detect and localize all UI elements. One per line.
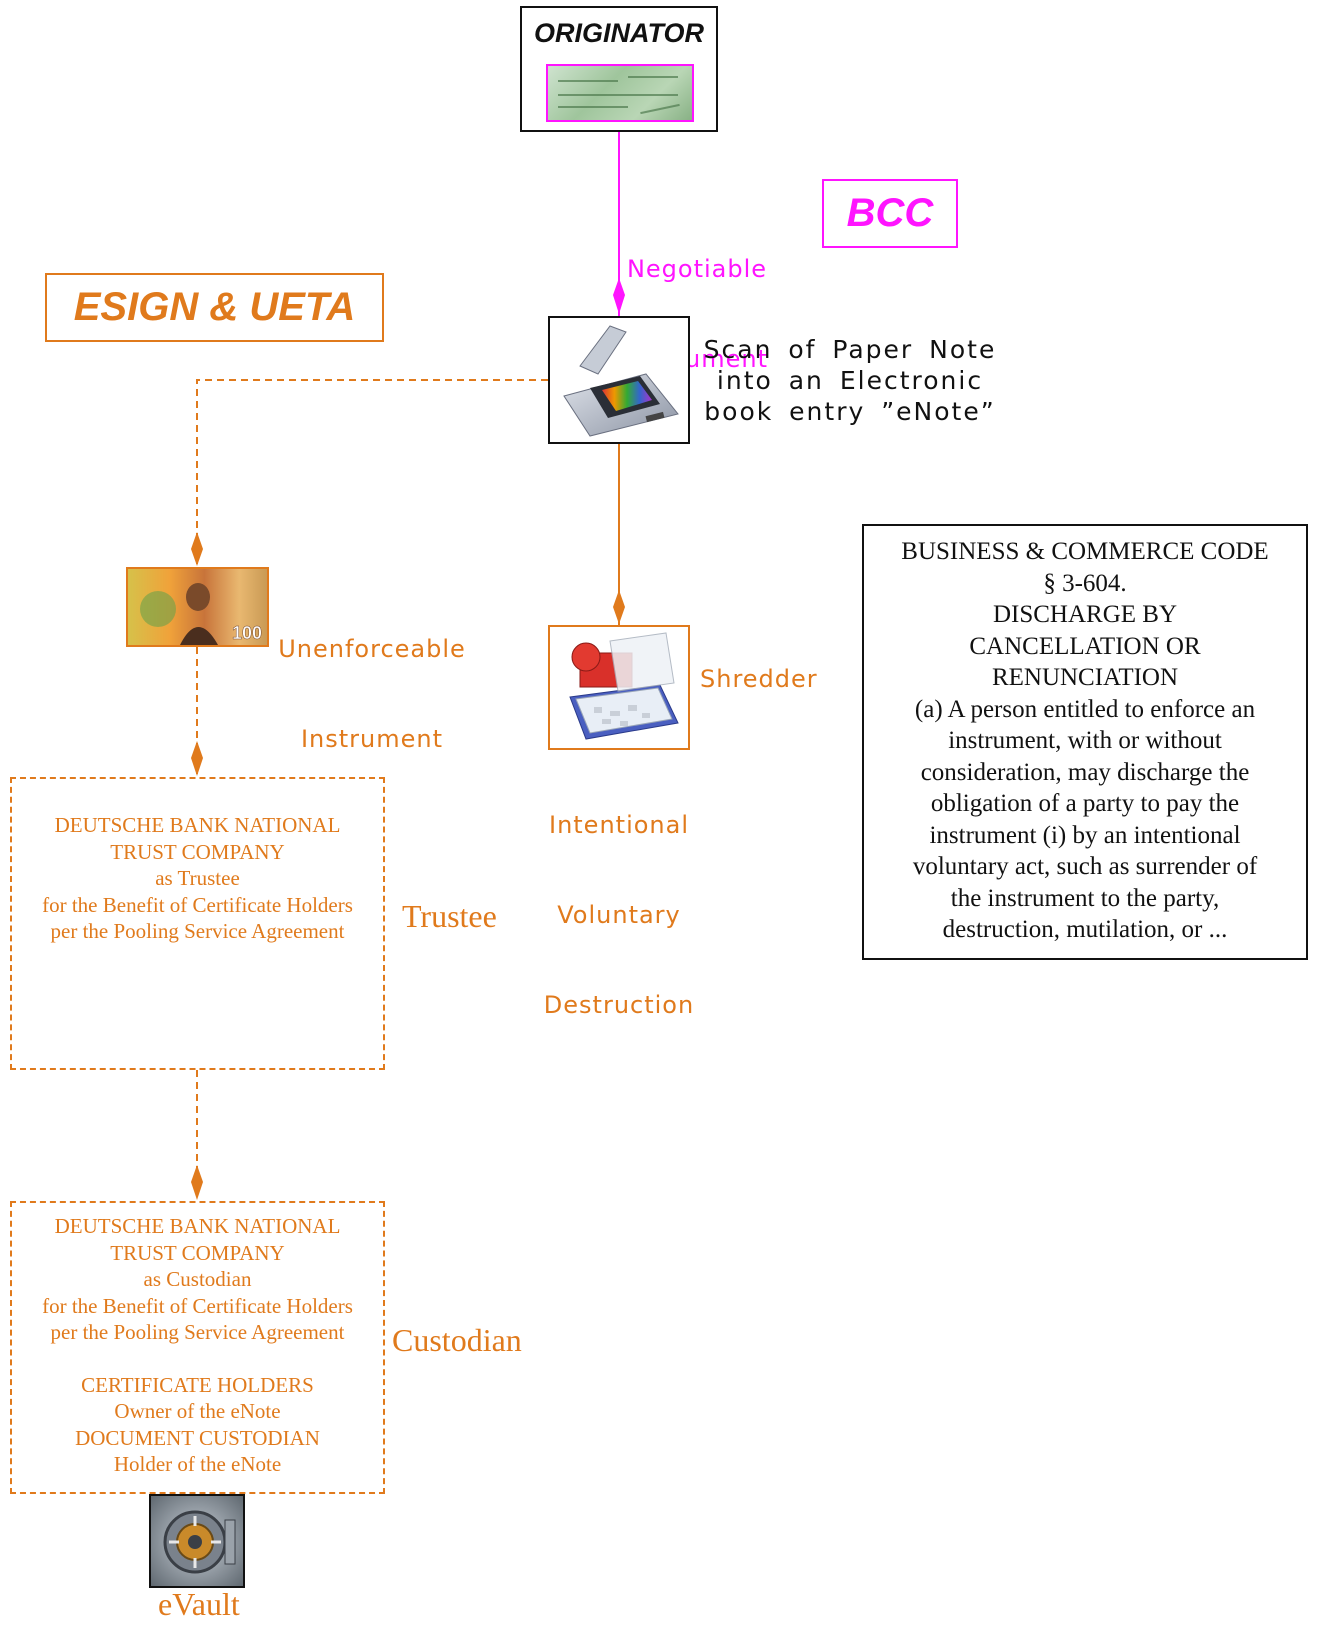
unenforceable-instrument-label: Unenforceable Instrument [278,635,466,753]
law-excerpt-box: BUSINESS & COMMERCE CODE § 3-604. DISCHA… [862,524,1308,960]
scanner-image [563,325,679,437]
law-text-line: instrument, with or without [948,727,1222,754]
law-text-line: instrument (i) by an intentional [929,821,1241,849]
trustee-label: Trustee [402,898,497,934]
shredder-arrowhead [613,590,625,624]
custodian-label: Custodian [392,1322,522,1358]
scan-description: Scan of Paper Note into an Electronic bo… [703,335,997,426]
shredder-image [569,632,679,740]
law-text-line: voluntary act, such as surrender of [912,853,1258,880]
originator-title: ORIGINATOR [533,18,704,48]
law-text-line: the instrument to the party, [950,884,1220,912]
check-image [546,64,694,122]
evault-icon [149,1494,245,1588]
law-section: § 3-604. [1043,569,1127,597]
banknote-image: 100 [126,567,269,647]
negotiable-arrowhead [613,278,625,314]
originator-box: ORIGINATOR [520,6,718,132]
trustee-arrowhead [191,741,203,776]
law-heading: CANCELLATION OR [969,632,1201,660]
trustee-box: DEUTSCHE BANK NATIONAL TRUST COMPANY as … [10,777,385,1070]
esign-ueta-box: ESIGN & UETA [45,273,384,342]
evault-label: eVault [158,1586,240,1622]
shredder-label: Shredder [700,665,818,693]
law-text-line: obligation of a party to pay the [930,790,1240,817]
custodian-box: DEUTSCHE BANK NATIONAL TRUST COMPANY as … [10,1201,385,1494]
law-text-line: (a) A person entitled to enforce an [914,695,1256,723]
law-title: BUSINESS & COMMERCE CODE [901,538,1269,565]
unenforceable-arrowhead [191,532,203,566]
law-heading: DISCHARGE BY [992,601,1178,628]
unenforceable-connector [196,379,548,567]
law-text-line: destruction, mutilation, or ... [942,916,1228,943]
bcc-box: BCC [822,179,958,248]
law-text-line: consideration, may discharge the [920,758,1250,786]
destruction-label: Intentional Voluntary Destruction [543,811,695,1019]
custodian-arrowhead [191,1165,203,1200]
law-heading: RENUNCIATION [991,664,1179,691]
scanner-box [548,316,690,444]
shredder-box [548,625,690,750]
svg-text:100: 100 [232,623,262,643]
